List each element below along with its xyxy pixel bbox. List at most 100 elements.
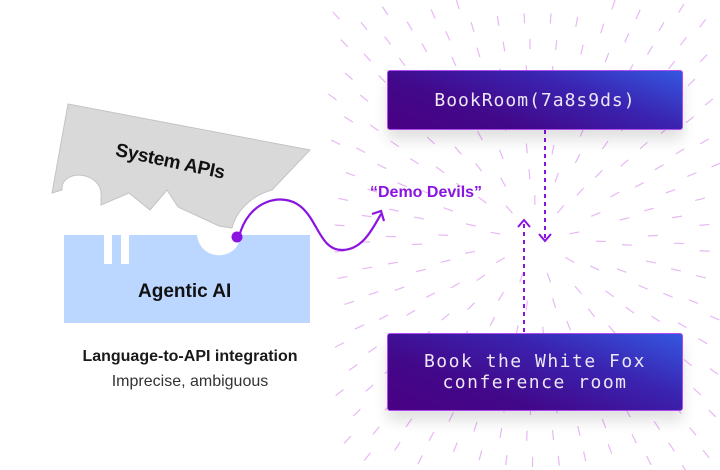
field-dash xyxy=(500,177,507,187)
field-dash xyxy=(607,444,613,454)
agentic-ai-block xyxy=(64,235,310,323)
field-dash xyxy=(600,23,605,34)
field-dash xyxy=(528,169,531,180)
field-dash xyxy=(368,346,378,353)
field-dash xyxy=(330,139,341,146)
field-dash xyxy=(589,265,600,271)
field-dash xyxy=(476,274,486,282)
field-dash xyxy=(445,31,451,41)
field-dash xyxy=(368,291,379,296)
field-dash xyxy=(478,450,483,461)
field-dash xyxy=(359,94,369,102)
curved-arrow-icon xyxy=(237,198,382,252)
field-dash xyxy=(327,93,337,101)
natural-language-line-1: Book the White Fox xyxy=(423,351,647,372)
field-dash xyxy=(552,298,557,309)
field-dash xyxy=(574,153,581,164)
field-dash xyxy=(668,442,675,452)
field-dash xyxy=(425,292,436,298)
field-dash xyxy=(635,9,641,20)
field-dash xyxy=(709,367,719,375)
field-dash xyxy=(345,171,356,177)
natural-language-box: Book the White Fox conference room xyxy=(387,333,683,411)
field-dash xyxy=(360,21,368,31)
field-dash xyxy=(645,260,656,264)
field-dash xyxy=(699,138,710,145)
field-dash xyxy=(505,455,508,466)
field-dash xyxy=(354,324,365,330)
field-dash xyxy=(634,182,645,188)
field-dash xyxy=(519,272,524,283)
field-dash xyxy=(625,306,635,314)
field-dash xyxy=(699,223,710,226)
field-dash xyxy=(683,359,693,367)
field-dash xyxy=(601,418,607,429)
field-dash xyxy=(363,452,371,462)
field-dash xyxy=(577,426,581,437)
field-dash xyxy=(406,309,416,316)
field-dash xyxy=(681,464,687,470)
field-dash xyxy=(435,166,445,174)
field-dash xyxy=(441,313,450,321)
field-dash xyxy=(363,53,372,62)
field-dash xyxy=(450,282,460,289)
field-dash xyxy=(477,130,483,141)
field-dash xyxy=(525,300,528,311)
field-dash xyxy=(699,54,708,63)
field-dash xyxy=(376,163,387,170)
field-dash xyxy=(455,182,465,190)
field-dash xyxy=(335,389,344,397)
field-dash xyxy=(378,314,389,321)
field-dash xyxy=(551,144,555,155)
field-dash xyxy=(430,9,436,19)
field-dash xyxy=(670,268,681,272)
connector-label: “Demo Devils” xyxy=(370,184,483,201)
field-dash xyxy=(422,190,432,196)
field-dash xyxy=(594,169,603,178)
field-dash xyxy=(710,315,720,321)
field-dash xyxy=(362,266,373,270)
field-dash xyxy=(677,322,687,329)
field-dash xyxy=(352,408,361,417)
field-dash xyxy=(499,427,503,439)
caption-title: Language-to-API integration xyxy=(82,348,298,365)
field-dash xyxy=(369,124,379,132)
field-dash xyxy=(631,433,637,444)
field-dash xyxy=(344,72,353,80)
field-dash xyxy=(554,172,559,183)
field-dash xyxy=(409,158,419,165)
field-dash xyxy=(365,384,374,392)
field-dash xyxy=(688,299,699,305)
curved-arrow-head-icon xyxy=(371,209,386,222)
field-dash xyxy=(702,449,710,459)
field-dash xyxy=(337,275,348,280)
field-dash xyxy=(639,141,648,150)
field-dash xyxy=(590,211,601,217)
field-dash xyxy=(348,364,358,371)
field-dash xyxy=(654,164,664,171)
field-dash xyxy=(608,325,616,334)
connection-point-icon xyxy=(231,231,243,243)
system-apis-block xyxy=(51,103,311,229)
field-dash xyxy=(638,284,648,290)
field-dash xyxy=(367,188,378,193)
field-dash xyxy=(665,188,676,194)
field-dash xyxy=(565,256,575,263)
field-dash xyxy=(428,431,435,442)
field-dash xyxy=(555,40,558,51)
field-dash xyxy=(394,286,405,292)
field-dash xyxy=(611,0,616,10)
field-dash xyxy=(575,16,579,27)
field-dash xyxy=(453,442,458,453)
field-dash xyxy=(465,250,476,254)
field-dash xyxy=(478,196,487,204)
field-dash xyxy=(465,223,476,227)
field-dash xyxy=(695,197,706,202)
field-dash xyxy=(685,116,695,124)
field-dash xyxy=(443,207,454,212)
api-call-text: BookRoom(7a8s9ds) xyxy=(434,89,636,111)
field-dash xyxy=(624,33,630,43)
field-dash xyxy=(651,315,661,322)
field-dash xyxy=(343,435,352,444)
field-dash xyxy=(658,22,665,32)
